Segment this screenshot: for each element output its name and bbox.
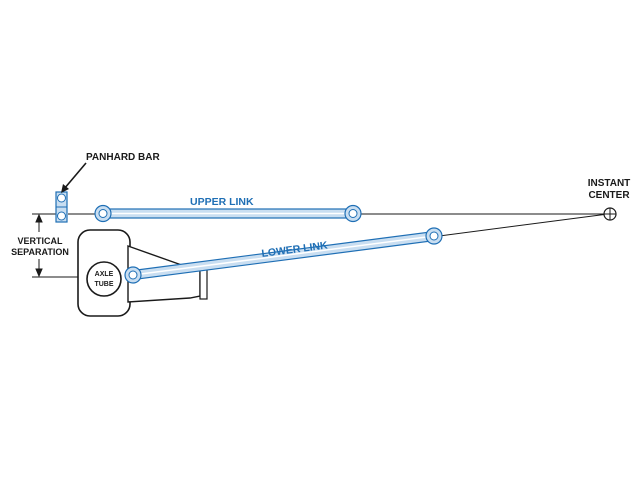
axle-tube-label-line2: TUBE <box>94 281 113 288</box>
panhard-bar-label: PANHARD BAR <box>86 152 160 163</box>
axle-tube-circle <box>86 261 122 297</box>
axle-flange <box>199 266 208 300</box>
upper-link <box>94 204 362 223</box>
vertical-separation-dimension <box>35 213 43 278</box>
instant-center-label-line1: INSTANT <box>588 178 631 189</box>
instant-center-marker <box>603 207 617 221</box>
lower-link <box>124 227 443 284</box>
axle-tube-label-line1: AXLE <box>95 271 114 278</box>
vertical-separation-label-line2: SEPARATION <box>11 247 69 257</box>
instant-center-label-line2: CENTER <box>588 190 630 201</box>
panhard-bar <box>55 191 68 223</box>
vertical-separation-label-line1: VERTICAL <box>18 236 64 246</box>
panhard-leader-arrow <box>61 162 87 193</box>
upper-link-label: UPPER LINK <box>190 196 254 208</box>
